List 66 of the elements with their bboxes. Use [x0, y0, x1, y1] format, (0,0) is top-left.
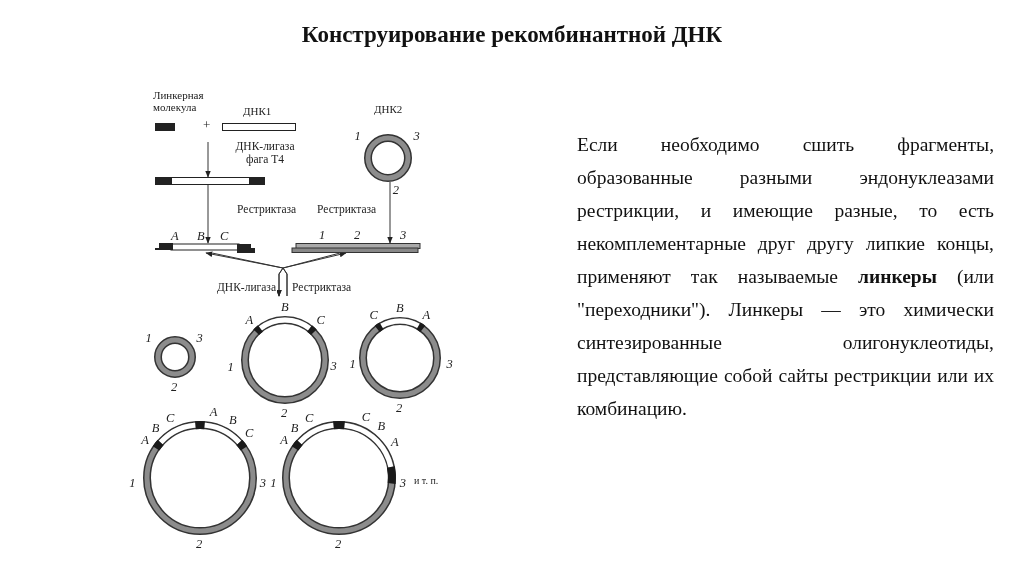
segment-label: 3 [400, 229, 407, 243]
segment-label: C [369, 308, 378, 322]
edge-label: ДНК-лигаза [216, 281, 277, 295]
segment-label: 3 [330, 359, 337, 374]
segment-label: 3 [259, 476, 266, 490]
segment-label: A [390, 436, 399, 450]
dna-strand [155, 123, 175, 131]
segment-label: C [220, 230, 229, 244]
dna-strand [222, 123, 296, 131]
segment-label: 1 [227, 360, 234, 374]
slide-title: Конструирование рекомбинантной ДНК [300, 22, 724, 48]
segment-label: 2 [196, 538, 203, 552]
segment-label: A [280, 434, 288, 448]
segment-label: C [361, 410, 371, 424]
segment-label: B [229, 413, 237, 427]
arrow [387, 181, 393, 244]
arrow [276, 252, 341, 297]
segment-label: B [290, 421, 299, 436]
strand-label: и т. п. [414, 476, 439, 487]
strand-label: ДНК2 [374, 104, 403, 116]
segment-label: A [245, 313, 254, 327]
edge-label: ДНК-лигаза фага Т4 [232, 140, 298, 167]
segment-label: B [377, 420, 386, 434]
arrow [205, 184, 211, 244]
segment-label: 3 [196, 332, 203, 346]
arrow [205, 141, 211, 178]
segment-label: C [316, 313, 325, 327]
segment-label: 3 [446, 358, 453, 372]
segment-label: 2 [335, 538, 342, 552]
strand-label: ДНК1 [243, 106, 272, 118]
segment-label: 3 [413, 130, 420, 144]
segment-label: 1 [349, 357, 356, 371]
edge-label: Рестриктаза [291, 281, 353, 295]
segment-label: 2 [354, 229, 361, 243]
segment-label: C [166, 412, 175, 426]
plasmid-ring [360, 318, 440, 398]
edge-label: Рестриктаза [316, 203, 378, 217]
segment-label: 2 [396, 402, 403, 416]
segment-label: 2 [171, 381, 178, 395]
segment-label: A [209, 406, 218, 420]
segment-label: B [281, 301, 289, 315]
segment-label: C [245, 426, 254, 440]
segment-label: C [305, 412, 314, 426]
segment-label: B [197, 230, 205, 244]
segment-label: 1 [129, 476, 136, 490]
segment-label: 1 [354, 130, 361, 144]
dna-strand [155, 177, 265, 185]
segment-label: 2 [392, 183, 400, 197]
segment-label: B [151, 421, 160, 436]
dna-strand [155, 243, 255, 253]
arrow [282, 251, 347, 297]
segment-label: 1 [319, 229, 326, 243]
segment-label: A [422, 308, 431, 322]
segment-label: 1 [270, 476, 277, 490]
plus-sign: + [203, 118, 211, 132]
segment-label: B [396, 302, 404, 316]
segment-label: A [171, 230, 179, 244]
plasmid-ring [364, 134, 412, 182]
edge-label: Рестриктаза [236, 203, 298, 217]
segment-label: A [141, 434, 149, 448]
strand-label: Линкерная молекула [153, 90, 205, 114]
segment-label: 3 [399, 476, 406, 490]
segment-label: 2 [281, 407, 288, 421]
segment-label: 1 [145, 332, 152, 346]
plasmid-ring [155, 337, 195, 377]
body-text: Если необходимо сшить фрагменты, образованные разными эндонуклеазами рестрикции, и имеющие разные, то есть некомплементарные друг другу липкие концы, применяют так называемые линкеры (или "переходники"). Линкеры — это химически синтезированные олигонуклеотиды, представляющие собой сайты рестрикции или их комбинацию. [577, 133, 994, 421]
